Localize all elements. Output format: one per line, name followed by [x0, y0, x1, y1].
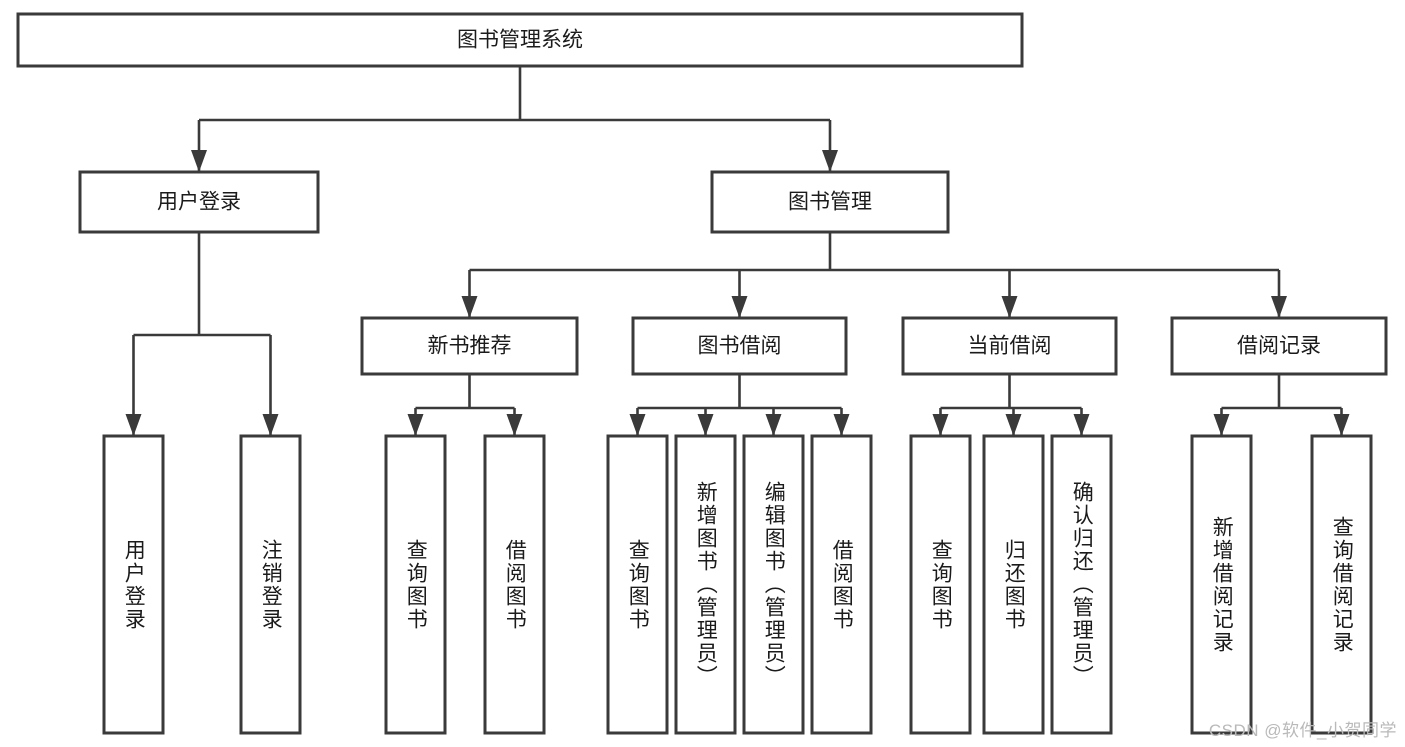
leaf-box[interactable]	[909, 434, 972, 735]
level3-box[interactable]	[360, 316, 579, 376]
level3-box[interactable]	[1170, 316, 1388, 376]
arrow-head-icon	[125, 414, 142, 436]
level3-label: 新书推荐	[428, 335, 512, 358]
arrow-head-icon	[1005, 414, 1022, 436]
root-box[interactable]	[16, 12, 1024, 68]
arrow-head-icon	[407, 414, 424, 436]
leaf-box[interactable]	[606, 434, 669, 735]
leaf-box[interactable]	[102, 434, 165, 735]
level3-label: 图书借阅	[698, 335, 782, 358]
leaf-box[interactable]	[384, 434, 447, 735]
level3-box[interactable]	[901, 316, 1118, 376]
arrow-head-icon	[765, 414, 782, 436]
connector-layer	[125, 66, 1350, 436]
arrow-head-icon	[833, 414, 850, 436]
level3-label: 借阅记录	[1237, 335, 1321, 358]
arrow-head-icon	[262, 414, 279, 436]
arrow-head-icon	[1001, 296, 1018, 318]
arrow-head-icon	[697, 414, 714, 436]
arrow-head-icon	[731, 296, 748, 318]
leaf-box[interactable]	[674, 434, 737, 735]
leaf-box[interactable]	[982, 434, 1045, 735]
arrow-head-icon	[1271, 296, 1287, 318]
arrow-head-icon	[1073, 414, 1090, 436]
level2-box[interactable]	[710, 170, 950, 234]
leaf-box[interactable]	[810, 434, 873, 735]
level3-box[interactable]	[631, 316, 848, 376]
level3-label: 当前借阅	[968, 335, 1052, 358]
node-box-layer	[16, 12, 1388, 735]
level2-label: 用户登录	[157, 191, 241, 214]
arrow-head-icon	[1333, 414, 1350, 436]
arrow-head-icon	[1213, 414, 1230, 436]
arrow-head-icon	[822, 150, 838, 172]
leaf-box[interactable]	[1190, 434, 1253, 735]
leaf-box[interactable]	[239, 434, 302, 735]
arrow-head-icon	[461, 296, 478, 318]
leaf-box[interactable]	[742, 434, 805, 735]
leaf-box[interactable]	[1050, 434, 1113, 735]
arrow-head-icon	[629, 414, 646, 436]
arrow-head-icon	[932, 414, 949, 436]
root-label: 图书管理系统	[457, 29, 583, 52]
level2-label: 图书管理	[788, 191, 872, 214]
arrow-head-icon	[191, 150, 207, 172]
watermark: CSDN @软件_小贺同学	[1208, 721, 1397, 740]
arrow-head-icon	[506, 414, 523, 436]
leaf-box[interactable]	[1310, 434, 1373, 735]
leaf-box[interactable]	[483, 434, 546, 735]
level2-box[interactable]	[78, 170, 320, 234]
